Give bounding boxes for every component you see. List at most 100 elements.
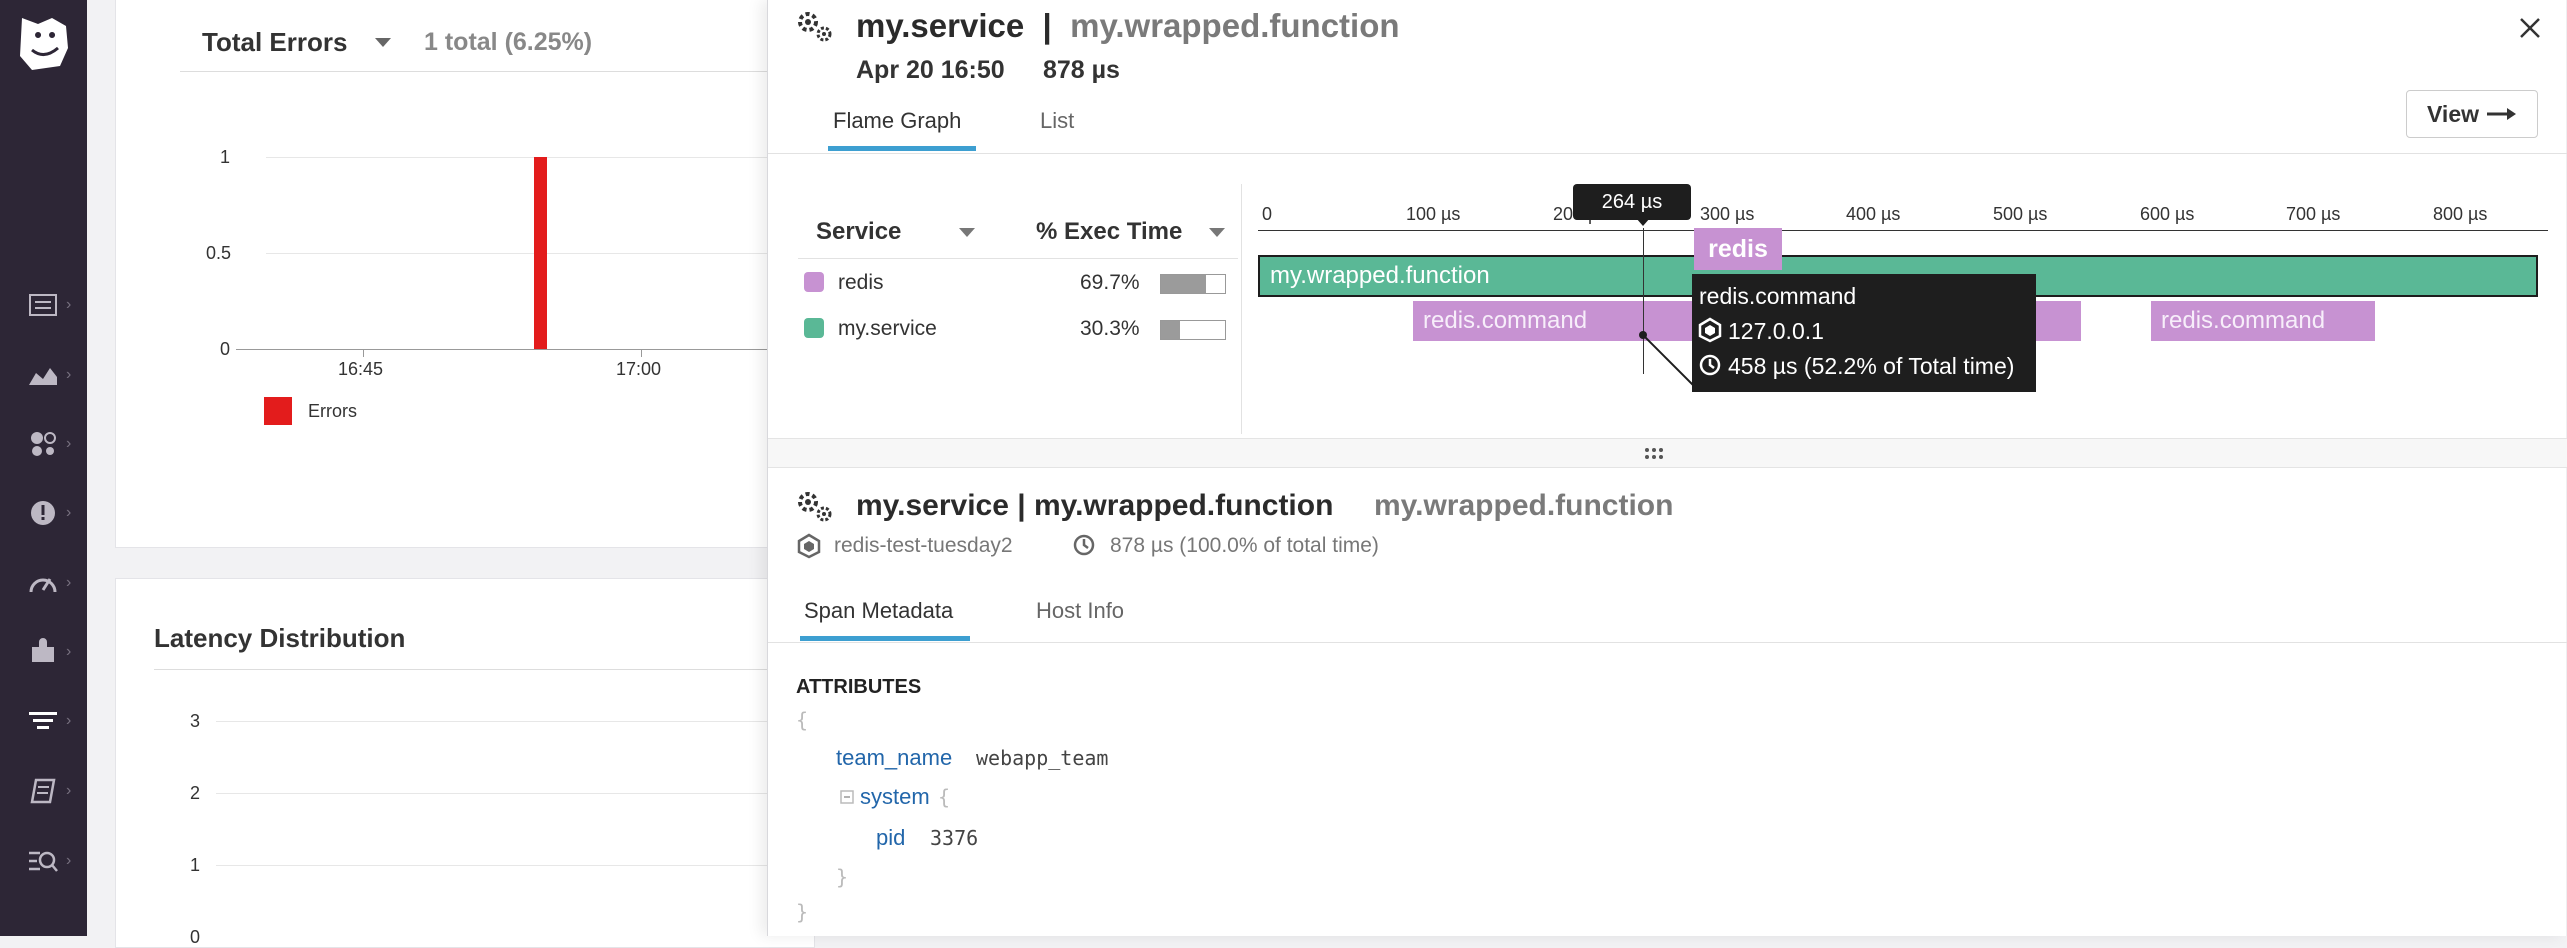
service-exec-pct: 69.7% — [1080, 271, 1140, 294]
service-color-swatch — [804, 272, 824, 292]
errors-summary: 1 total (6.25%) — [424, 28, 593, 56]
exec-time-bar-fill — [1161, 275, 1206, 293]
gears-icon — [798, 492, 832, 522]
legend-label: Errors — [308, 401, 357, 421]
y-tick: 1 — [220, 147, 231, 167]
errors-widget: Total Errors 1 total (6.25%) 1 0.5 0 16:… — [115, 0, 826, 548]
close-brace: } — [836, 865, 849, 889]
cursor-time-label: 264 µs — [1573, 184, 1691, 220]
time-cursor — [1643, 228, 1644, 374]
exec-time-bar — [1160, 274, 1226, 294]
legend-swatch — [264, 397, 292, 425]
service-name: my.service — [838, 317, 937, 340]
chevron-down-icon[interactable] — [374, 37, 392, 49]
axis-tick: 600 µs — [2140, 204, 2195, 224]
close-icon[interactable] — [2518, 16, 2542, 40]
tooltip-time: 458 µs (52.2% of Total time) — [1728, 353, 2015, 379]
service-exec-pct: 30.3% — [1080, 317, 1140, 340]
span-redis-command[interactable]: redis.command — [2151, 301, 2375, 341]
chevron-right-icon: › — [66, 852, 72, 869]
chevron-down-icon[interactable] — [1208, 227, 1226, 238]
y-tick: 0 — [220, 339, 231, 359]
datadog-logo[interactable] — [8, 4, 80, 76]
view-button[interactable]: View — [2406, 90, 2538, 138]
open-brace: { — [938, 785, 951, 809]
exec-time-bar — [1160, 320, 1226, 340]
puzzle-icon[interactable] — [26, 634, 60, 668]
panel-title: my.service | my.wrapped.function — [856, 7, 1400, 45]
list-icon[interactable] — [26, 288, 60, 322]
resource-name: my.wrapped.function — [1070, 7, 1400, 44]
axis-tick: 500 µs — [1993, 204, 2048, 224]
tab-host-info[interactable]: Host Info — [1036, 598, 1125, 623]
y-tick: 2 — [190, 783, 201, 803]
infrastructure-icon[interactable] — [26, 426, 60, 460]
column-divider — [1241, 184, 1242, 434]
chevron-right-icon: › — [66, 296, 72, 313]
tab-flame-graph[interactable]: Flame Graph — [833, 108, 962, 133]
tooltip-host: 127.0.0.1 — [1728, 318, 1824, 344]
close-brace: } — [796, 900, 809, 924]
open-brace: { — [796, 708, 809, 732]
attr-key-system[interactable]: system — [860, 784, 930, 809]
span-host[interactable]: redis-test-tuesday2 — [834, 534, 1013, 557]
chevron-right-icon: › — [66, 435, 72, 452]
latency-widget-title: Latency Distribution — [154, 623, 406, 653]
speedometer-icon[interactable] — [26, 566, 60, 600]
error-bar[interactable] — [534, 157, 547, 349]
service-name: redis — [838, 271, 884, 294]
exec-time-bar-fill — [1161, 321, 1181, 339]
y-tick: 0.5 — [206, 243, 232, 263]
span-detail-title: my.service | my.wrapped.function — [856, 489, 1334, 522]
errors-widget-title: Total Errors — [202, 27, 348, 57]
chevron-down-icon[interactable] — [958, 227, 976, 238]
axis-tick: 300 µs — [1700, 204, 1755, 224]
host-icon — [1698, 317, 1722, 343]
axis-tick: 100 µs — [1406, 204, 1461, 224]
notebook-icon[interactable] — [26, 774, 60, 808]
chevron-right-icon: › — [66, 643, 72, 660]
trace-duration: 878 µs — [1043, 56, 1120, 84]
tooltip-title: redis.command — [1699, 283, 1857, 309]
trace-date: Apr 20 16:50 — [856, 56, 1005, 84]
title-separator: | — [1042, 7, 1052, 44]
chevron-right-icon: › — [66, 366, 72, 383]
span-detail-subtitle: my.wrapped.function — [1374, 489, 1674, 522]
attributes-heading: ATTRIBUTES — [796, 676, 922, 698]
tooltip-pointer-line — [1639, 331, 1694, 386]
span-tooltip: redis.command 127.0.0.1 458 µs (52.2% of… — [1692, 274, 2036, 392]
clock-icon — [1699, 354, 1721, 376]
service-row-redis[interactable]: redis 69.7% — [798, 264, 1238, 300]
tab-list[interactable]: List — [1040, 108, 1075, 133]
drag-handle-icon[interactable] — [1644, 447, 1664, 461]
chevron-right-icon: › — [66, 574, 72, 591]
view-button-label: View — [2427, 100, 2479, 127]
axis-tick: 0 — [1262, 204, 1273, 224]
host-icon — [797, 533, 821, 559]
left-nav: › › › › › › › › › — [0, 0, 87, 936]
exec-time-column-header[interactable]: % Exec Time — [1036, 218, 1183, 245]
service-column-header[interactable]: Service — [816, 218, 902, 245]
resize-handle[interactable] — [768, 438, 2567, 468]
apm-traces-icon[interactable] — [26, 704, 60, 738]
collapse-icon[interactable] — [840, 790, 854, 804]
attr-value-pid: 3376 — [930, 826, 979, 850]
flame-graph[interactable]: 0 100 µs 200 µs 300 µs 400 µs 500 µs 600… — [1258, 180, 2548, 440]
attr-key-pid: pid — [876, 825, 906, 850]
x-tick: 17:00 — [616, 359, 662, 379]
service-row-my-service[interactable]: my.service 30.3% — [798, 310, 1238, 346]
attr-key-team-name: team_name — [836, 745, 953, 770]
gears-icon — [798, 12, 832, 42]
clock-icon — [1073, 534, 1095, 556]
axis-tick: 700 µs — [2286, 204, 2341, 224]
chevron-right-icon: › — [66, 712, 72, 729]
x-tick: 16:45 — [338, 359, 384, 379]
axis-tick: 800 µs — [2433, 204, 2488, 224]
tab-span-metadata[interactable]: Span Metadata — [804, 598, 954, 623]
attr-value-team-name: webapp_team — [976, 746, 1109, 770]
logs-search-icon[interactable] — [26, 844, 60, 878]
arrow-right-icon — [2487, 108, 2516, 120]
alert-icon[interactable] — [26, 496, 60, 530]
dashboard-chart-icon[interactable] — [26, 358, 60, 392]
hover-service-label: redis — [1694, 228, 1782, 270]
